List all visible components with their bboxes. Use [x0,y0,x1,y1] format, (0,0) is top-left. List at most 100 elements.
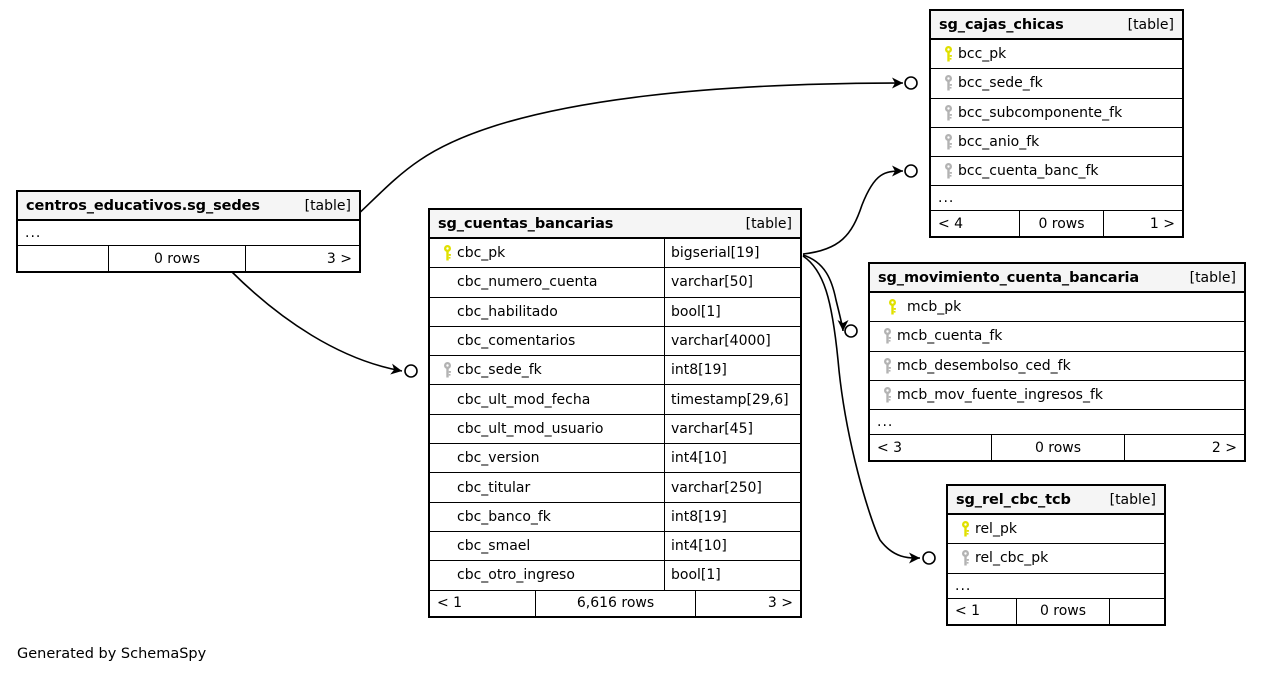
table-row[interactable]: cbc_habilitado bool[1] [430,297,800,327]
foreign-key-icon [877,387,897,403]
footer-children-count[interactable]: 1 > [1149,215,1175,232]
footer-children-count[interactable]: 3 > [767,595,793,612]
column-name: cbc_banco_fk [457,508,551,525]
column-type: int4[10] [664,531,800,561]
table-row[interactable]: rel_pk [948,515,1164,545]
foreign-key-icon [938,134,958,150]
table-row[interactable]: cbc_ult_mod_fecha timestamp[29,6] [430,385,800,415]
footer-parents-count[interactable] [18,246,108,271]
column-type: varchar[45] [664,414,800,444]
column-name-cell: mcb_desembolso_ced_fk [870,352,1244,380]
table-footer: 0 rows 3 > [18,246,359,271]
column-name: bcc_subcomponente_fk [958,104,1123,121]
column-name: rel_pk [975,521,1017,538]
table-row[interactable]: mcb_cuenta_fk [870,322,1244,352]
primary-key-icon [938,46,958,62]
column-name-cell: bcc_subcomponente_fk [931,99,1182,127]
table-title: sg_cajas_chicas [939,16,1064,33]
table-row[interactable]: cbc_comentarios varchar[4000] [430,326,800,357]
column-name-cell: cbc_comentarios [430,327,664,355]
column-name-cell: cbc_sede_fk [430,356,664,384]
column-type: timestamp[29,6] [664,385,800,414]
column-type: int8[19] [664,502,800,531]
column-name-cell: cbc_habilitado [430,298,664,326]
column-name: bcc_cuenta_banc_fk [958,163,1099,180]
table-header[interactable]: sg_movimiento_cuenta_bancaria [table] [870,264,1244,293]
table-row[interactable]: cbc_titular varchar[250] [430,473,800,503]
column-name-cell: cbc_ult_mod_fecha [430,385,664,413]
footer-children-count[interactable]: 3 > [326,250,352,267]
column-name-cell: rel_cbc_pk [948,544,1164,572]
column-name: cbc_sede_fk [457,362,542,379]
foreign-key-icon [938,104,958,121]
table-row[interactable]: rel_cbc_pk [948,544,1164,574]
table-row[interactable]: cbc_numero_cuenta varchar[50] [430,268,800,298]
edge-endpoint-circle [904,164,918,178]
table-footer: < 4 0 rows 1 > [931,211,1182,237]
table-row[interactable]: cbc_otro_ingreso bool[1] [430,561,800,591]
column-name: mcb_mov_fuente_ingresos_fk [897,387,1104,404]
footer-children-count[interactable]: 2 > [1211,439,1237,456]
table-type-tag: [table] [1109,491,1156,508]
table-row[interactable]: mcb_desembolso_ced_fk [870,352,1244,381]
table-row[interactable]: bcc_subcomponente_fk [931,99,1182,128]
footer-parents-count[interactable]: < 3 [877,439,903,456]
column-name: cbc_titular [457,479,531,496]
table-type-tag: [table] [304,197,351,214]
table-title: sg_movimiento_cuenta_bancaria [878,269,1140,286]
table-header[interactable]: centros_educativos.sg_sedes [table] [18,192,359,221]
table-footer: < 3 0 rows 2 > [870,435,1244,461]
column-name-cell: cbc_pk [430,239,664,267]
column-name-cell: cbc_version [430,444,664,472]
table-sg-cuentas-bancarias[interactable]: sg_cuentas_bancarias [table] cbc_pk bigs… [428,208,802,618]
column-name-cell: mcb_mov_fuente_ingresos_fk [870,381,1244,409]
column-name: bcc_sede_fk [958,75,1043,92]
table-header[interactable]: sg_cajas_chicas [table] [931,11,1182,40]
column-name-cell: cbc_smael [430,532,664,560]
table-header[interactable]: sg_cuentas_bancarias [table] [430,210,800,239]
column-name: cbc_comentarios [457,333,576,350]
column-type: varchar[250] [664,473,800,502]
column-type: varchar[50] [664,268,800,297]
footer-children-count[interactable] [1110,599,1164,624]
table-title: centros_educativos.sg_sedes [26,197,260,214]
table-row[interactable]: bcc_anio_fk [931,128,1182,158]
table-header[interactable]: sg_rel_cbc_tcb [table] [948,486,1164,515]
edge-endpoint-circle [844,324,858,338]
footer-row-count: 0 rows [991,435,1125,461]
table-type-tag: [table] [1127,16,1174,33]
table-type-tag: [table] [745,215,792,232]
table-centros-educativos-sg-sedes[interactable]: centros_educativos.sg_sedes [table] ... … [16,190,361,273]
table-row[interactable]: mcb_mov_fuente_ingresos_fk [870,381,1244,411]
table-sg-cajas-chicas[interactable]: sg_cajas_chicas [table] bcc_pk [929,9,1184,239]
foreign-key-icon [437,362,457,378]
table-sg-rel-cbc-tcb[interactable]: sg_rel_cbc_tcb [table] rel_pk [946,484,1166,626]
column-name-cell: cbc_titular [430,473,664,501]
footer-parents-count[interactable]: < 4 [938,215,964,232]
edge-cuentas-to-cajas-cuenta-banc-fk [802,165,904,255]
table-row[interactable]: mcb_pk [870,293,1244,323]
table-type-tag: [table] [1189,269,1236,286]
table-row[interactable]: cbc_ult_mod_usuario varchar[45] [430,414,800,445]
column-type: bool[1] [664,297,800,326]
table-row[interactable]: cbc_smael int4[10] [430,531,800,562]
footer-parents-count[interactable]: < 1 [437,595,463,612]
table-row[interactable]: bcc_cuenta_banc_fk [931,157,1182,187]
column-name: cbc_pk [457,245,506,262]
table-row[interactable]: cbc_version int4[10] [430,444,800,474]
footer-parents-count[interactable]: < 1 [955,603,981,620]
column-name-cell: cbc_banco_fk [430,503,664,531]
table-row[interactable]: cbc_sede_fk int8[19] [430,356,800,386]
table-sg-movimiento-cuenta-bancaria[interactable]: sg_movimiento_cuenta_bancaria [table] mc… [868,262,1246,463]
table-row[interactable]: bcc_pk [931,40,1182,70]
table-row[interactable]: bcc_sede_fk [931,69,1182,99]
table-title: sg_rel_cbc_tcb [956,491,1071,508]
table-row[interactable]: cbc_banco_fk int8[19] [430,502,800,532]
edge-endpoint-circle [404,364,418,378]
foreign-key-icon [877,328,897,344]
table-row[interactable]: cbc_pk bigserial[19] [430,239,800,269]
column-name-cell: cbc_ult_mod_usuario [430,415,664,443]
footer-row-count: 0 rows [108,246,246,271]
foreign-key-icon [938,163,958,179]
